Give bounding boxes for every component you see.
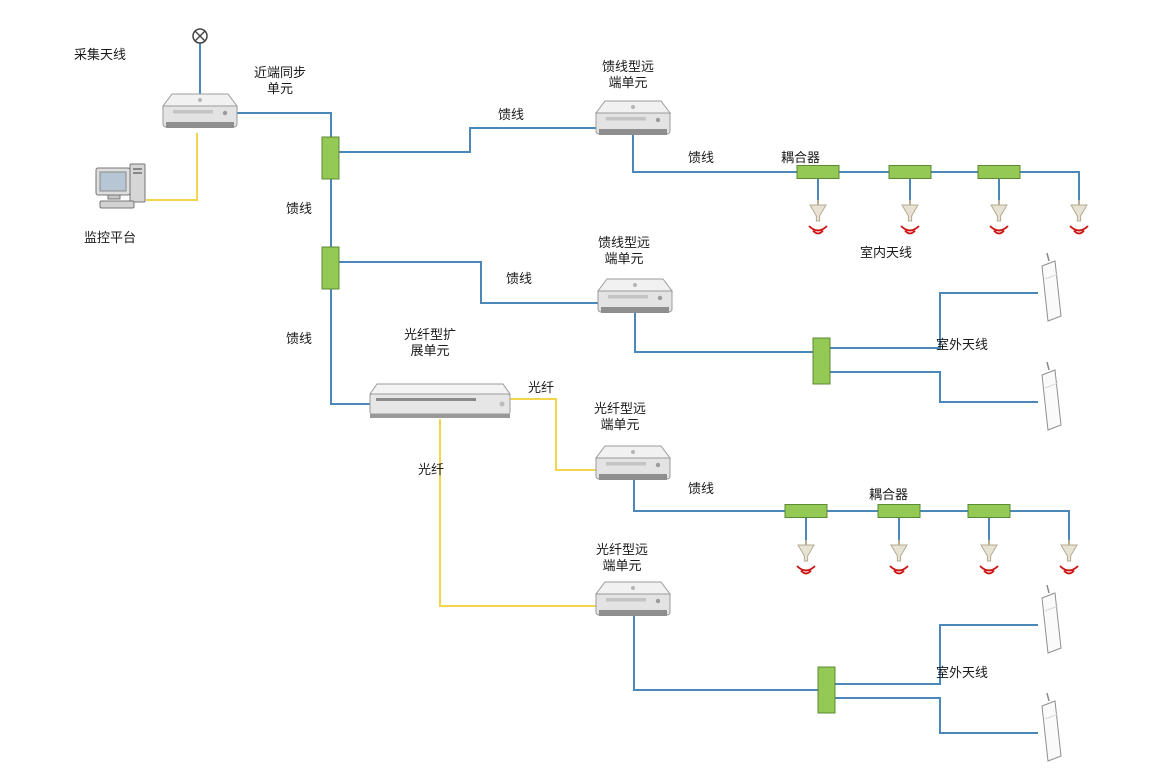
line-splitter3-to-outdoor-1 <box>830 292 1038 349</box>
line-splitter3-to-outdoor-2 <box>830 371 1038 403</box>
coupler <box>888 165 932 179</box>
indoor-antenna-label: 室内天线 <box>860 246 913 261</box>
fiber-remote-unit-upper-label: 光纤型远 端单元 <box>593 402 646 433</box>
coupler <box>977 165 1021 179</box>
feeder-label: 馈线 <box>506 272 533 287</box>
feeder-remote-unit-mid-device <box>597 278 673 314</box>
fiber-remote-unit-lower-device <box>595 581 671 617</box>
feeder-label: 馈线 <box>286 202 313 217</box>
outdoor-antenna-icon <box>1041 361 1062 431</box>
line-splitter4-to-outdoor-1 <box>835 624 1038 685</box>
collection-antenna-icon <box>192 28 208 44</box>
feeder-remote-unit-top-label: 馈线型远 端单元 <box>601 60 654 91</box>
near-end-sync-unit-label: 近端同步 单元 <box>253 66 306 97</box>
collection-antenna-label: 采集天线 <box>74 48 127 63</box>
line-remote-top-distribution <box>632 133 1080 200</box>
feeder-label: 馈线 <box>688 151 715 166</box>
feeder-label: 馈线 <box>688 482 715 497</box>
feeder-remote-unit-top-device <box>595 100 671 136</box>
splitter-4 <box>817 666 836 714</box>
feeder-remote-unit-mid-label: 馈线型远 端单元 <box>597 236 650 267</box>
line-splitter1-to-remote-top <box>339 127 600 153</box>
indoor-antenna-icon <box>900 199 920 235</box>
line-fiber-to-remote-upper <box>510 398 600 471</box>
near-end-sync-unit-device <box>162 93 238 129</box>
indoor-antenna-icon <box>1059 539 1079 575</box>
indoor-antenna-icon <box>989 199 1009 235</box>
fiber-remote-unit-upper-device <box>595 445 671 481</box>
line-splitter4-to-outdoor-2 <box>835 697 1038 734</box>
outdoor-antenna-label: 室外天线 <box>936 666 989 681</box>
outdoor-antenna-label: 室外天线 <box>936 338 989 353</box>
splitter-2 <box>321 246 340 290</box>
outdoor-antenna-icon <box>1041 584 1062 654</box>
indoor-antenna-icon <box>808 199 828 235</box>
coupler <box>967 504 1011 518</box>
feeder-label: 馈线 <box>498 108 525 123</box>
line-fiber-remote-distribution <box>633 478 1070 540</box>
indoor-antenna-icon <box>1069 199 1089 235</box>
line-fiber-to-remote-lower <box>439 419 600 607</box>
line-splitter2-to-remote-mid <box>339 261 600 304</box>
line-splitter2-to-expansion <box>330 289 374 405</box>
fiber-label: 光纤 <box>418 463 445 478</box>
indoor-antenna-icon <box>979 539 999 575</box>
feeder-label: 馈线 <box>286 332 313 347</box>
line-remote-mid-to-splitter3 <box>634 311 815 353</box>
indoor-antenna-icon <box>796 539 816 575</box>
line-remote-lower-to-splitter4 <box>633 614 820 691</box>
coupler <box>784 504 828 518</box>
line-sync-to-splitter1 <box>237 112 332 139</box>
outdoor-antenna-icon <box>1041 252 1062 322</box>
coupler-label: 耦合器 <box>781 151 821 166</box>
coupler <box>877 504 921 518</box>
coupler-label: 耦合器 <box>869 488 909 503</box>
outdoor-antenna-icon <box>1041 692 1062 762</box>
line-monitor-to-sync <box>146 133 198 201</box>
coupler <box>796 165 840 179</box>
fiber-remote-unit-lower-label: 光纤型远 端单元 <box>595 543 648 574</box>
fiber-label: 光纤 <box>528 381 555 396</box>
splitter-1 <box>321 136 340 180</box>
monitoring-platform-icon <box>95 163 146 209</box>
monitoring-platform-label: 监控平台 <box>84 231 137 246</box>
fiber-expansion-unit-device <box>369 383 511 419</box>
indoor-antenna-icon <box>889 539 909 575</box>
fiber-expansion-unit-label: 光纤型扩 展单元 <box>403 328 456 359</box>
splitter-3 <box>812 337 831 385</box>
